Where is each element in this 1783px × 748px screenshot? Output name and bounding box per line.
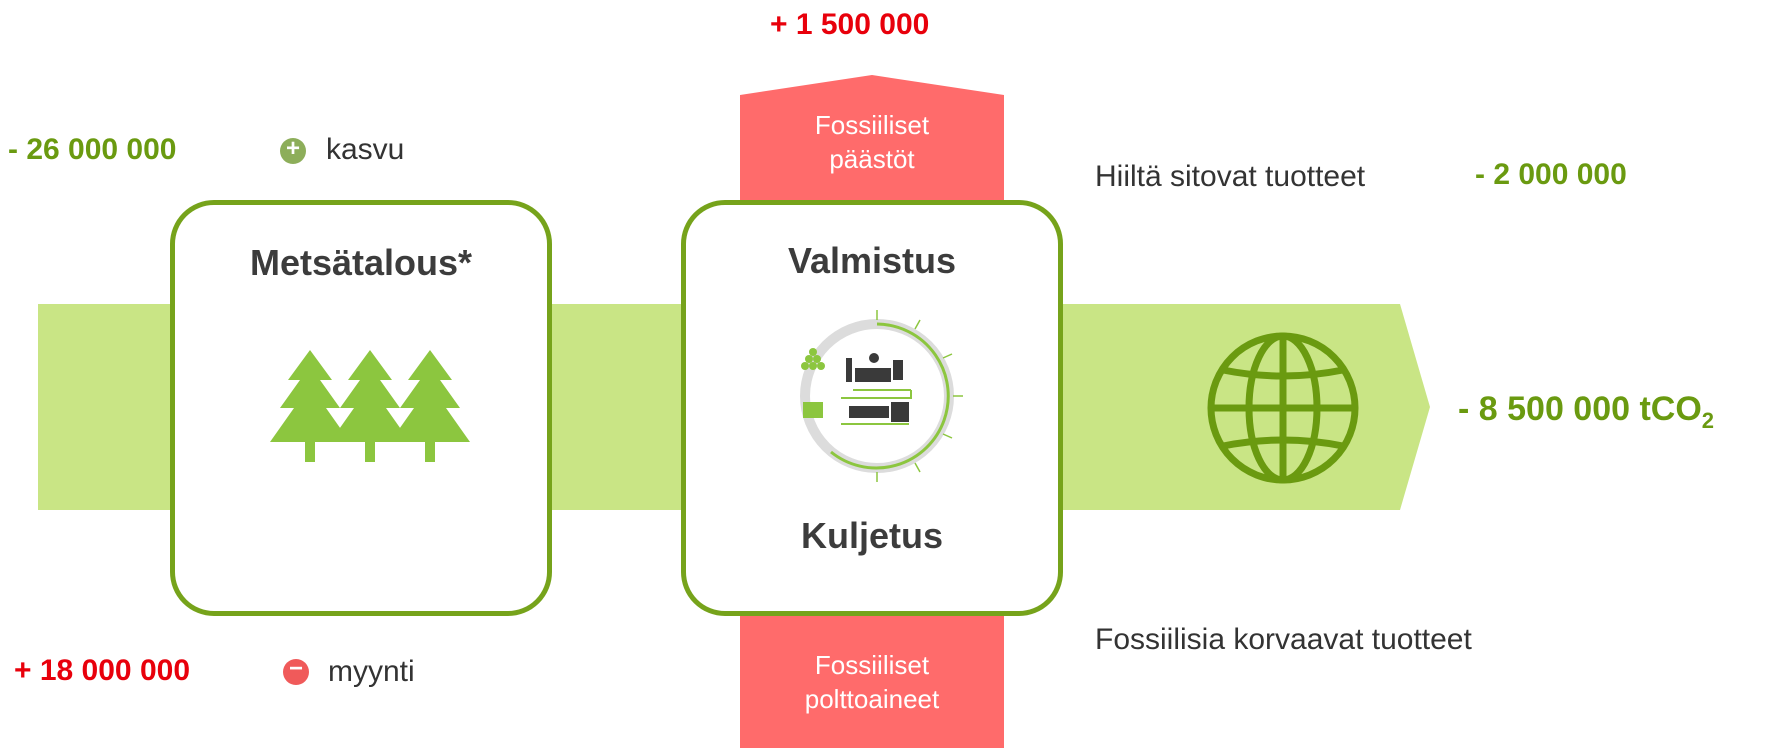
growth-value: - 26 000 000 <box>8 133 177 166</box>
fossil-replacing-products-label: Fossiilisia korvaavat tuotteet <box>1095 623 1472 656</box>
tree-3 <box>390 350 470 462</box>
growth-label: kasvu <box>326 133 405 166</box>
production-process-icon <box>800 310 963 482</box>
fossil-emissions-line2: päästöt <box>829 144 915 174</box>
fossil-fuels-block <box>740 600 1004 748</box>
fossil-fuels-label: Fossiiliset polttoaineet <box>740 648 1004 716</box>
plus-circle-icon: + <box>280 135 306 164</box>
carbon-storing-products-value: - 2 000 000 <box>1475 158 1627 191</box>
carbon-storing-products-label: Hiiltä sitovat tuotteet <box>1095 160 1366 193</box>
manufacturing-title: Valmistus <box>787 240 957 281</box>
net-total-subscript: 2 <box>1701 407 1715 433</box>
minus-circle-icon: − <box>283 655 309 685</box>
manufacturing-box: Valmistus <box>681 200 1063 616</box>
transport-title: Kuljetus <box>800 515 943 556</box>
net-total-value: - 8 500 000 tCO <box>1458 390 1702 428</box>
sales-label: myynti <box>328 655 415 688</box>
trees-icon <box>270 350 470 462</box>
forestry-box: Metsätalous* <box>170 200 552 616</box>
fossil-emissions-line1: Fossiiliset <box>814 110 930 140</box>
fossil-emissions-label: Fossiiliset päästöt <box>740 108 1004 176</box>
forestry-title: Metsätalous* <box>249 242 473 283</box>
tree-1 <box>270 350 350 462</box>
globe-icon <box>1207 332 1359 484</box>
fossil-fuels-line1: Fossiiliset <box>814 650 930 680</box>
tree-2 <box>330 350 410 462</box>
sales-value: + 18 000 000 <box>14 654 191 687</box>
fossil-emissions-arrow <box>740 75 1004 215</box>
fossil-emissions-value: + 1 500 000 <box>770 8 930 41</box>
fossil-fuels-line2: polttoaineet <box>804 684 940 714</box>
net-total: - 8 500 000 tCO2 <box>1458 390 1714 434</box>
